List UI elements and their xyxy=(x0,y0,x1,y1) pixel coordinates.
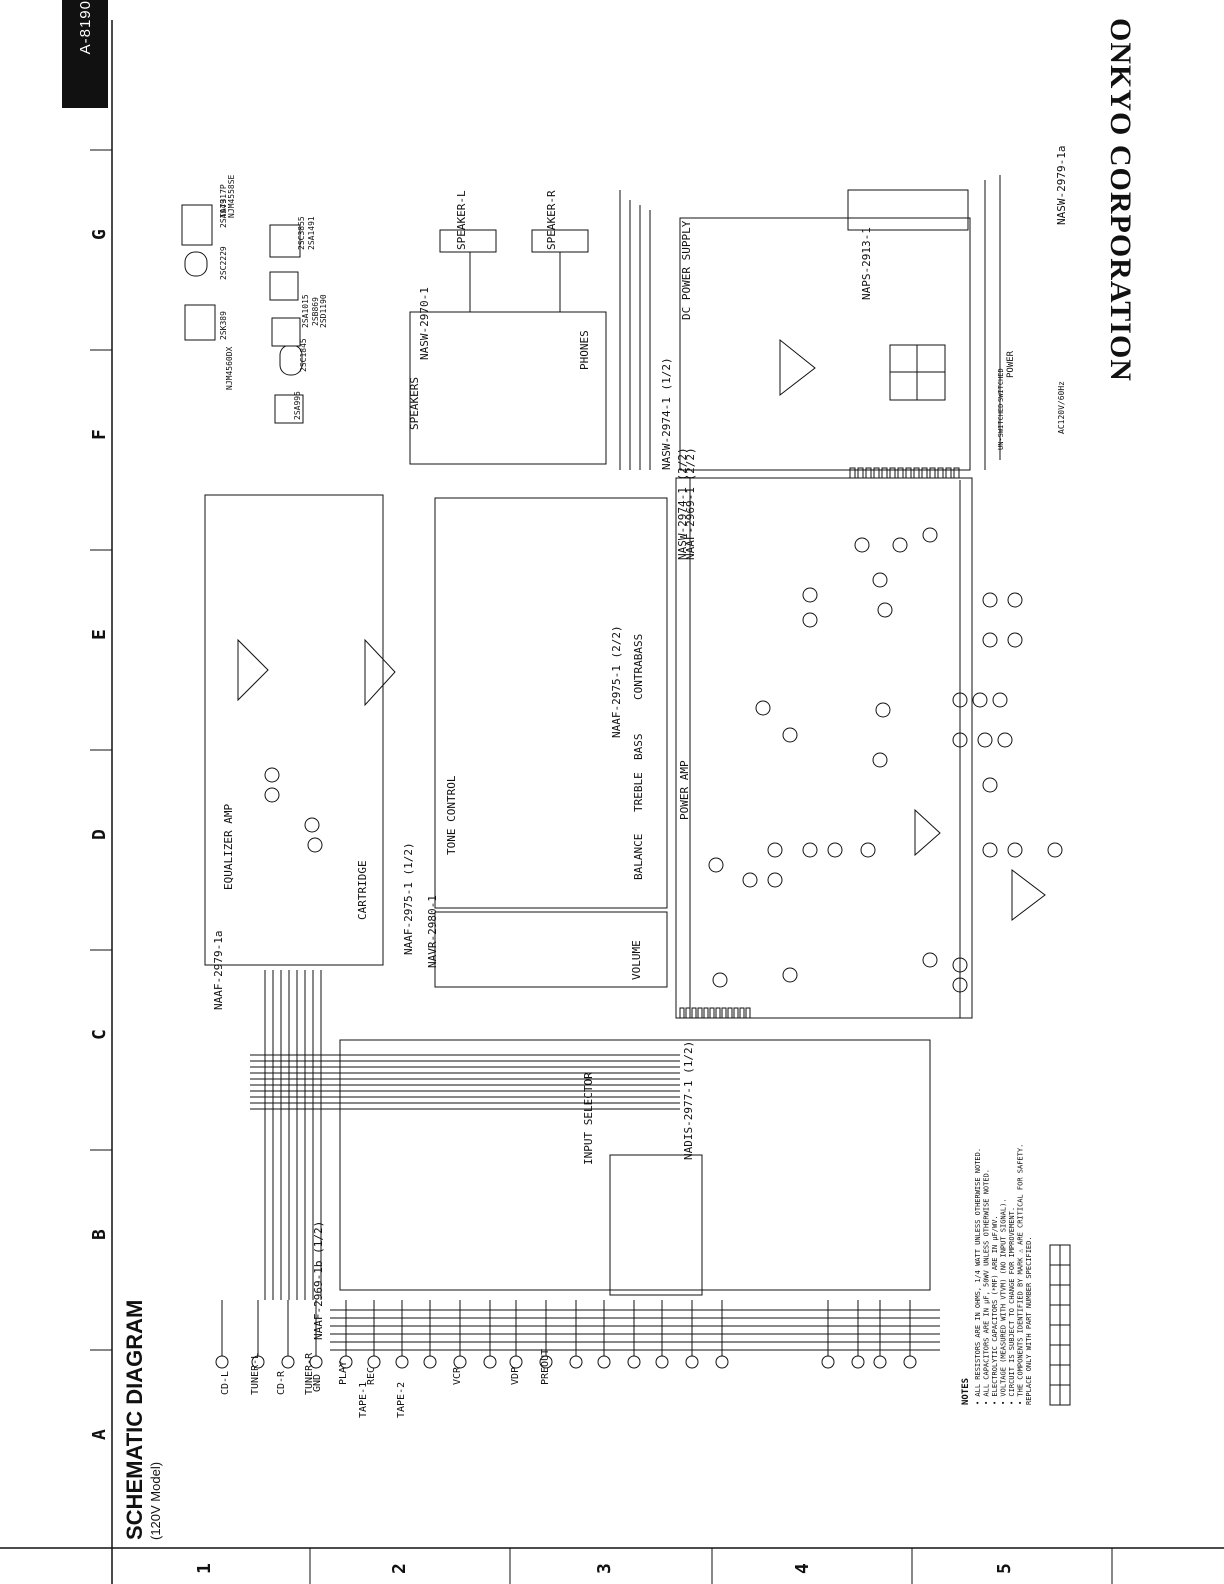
ac-voltage-label: AC120V/60Hz xyxy=(1057,381,1066,434)
section-label-8: PHONES xyxy=(578,330,591,370)
section-label-5: SPEAKERS xyxy=(408,377,421,430)
notes-line-6: REPLACE ONLY WITH PART NUMBER SPECIFIED. xyxy=(1025,1236,1033,1405)
section-label-6: SPEAKER-L xyxy=(455,190,468,250)
board-label-4: NAAF-2969-1 (2/2) xyxy=(684,447,697,560)
component-label-9: TA7317P xyxy=(219,184,228,218)
section-label-10: BALANCE xyxy=(632,834,645,880)
brand-name: ONKYO CORPORATION xyxy=(1104,18,1137,382)
section-label-4: INPUT SELECTOR xyxy=(582,1072,595,1165)
board-label-9: NADIS-2977-1 (1/2) xyxy=(682,1041,695,1160)
notes-line-2: • ELECTROLYTIC CAPACITORS (*MF) ARE IN µ… xyxy=(991,1215,999,1405)
input-terminal-1: TUNER-L xyxy=(250,1353,261,1395)
grid-column-labels: A B C D E F G xyxy=(89,229,110,1440)
package-drawings xyxy=(181,204,304,424)
grid-column-c: C xyxy=(89,1029,110,1040)
component-label-3: 2SK389 xyxy=(219,311,228,340)
input-terminal-9: VCR xyxy=(452,1366,463,1385)
grid-row-3: 3 xyxy=(594,1563,615,1574)
board-label-10: NAPS-2913-1 xyxy=(860,227,873,300)
notes-block: NOTES• ALL RESISTORS ARE IN OHMS, 1/4 WA… xyxy=(961,1144,1071,1406)
grid-frame xyxy=(0,20,1224,1584)
input-terminal-10: VDP xyxy=(510,1367,521,1385)
notes-line-4: • CIRCUIT IS SUBJECT TO CHANGE FOR IMPRO… xyxy=(1008,1207,1016,1405)
section-label-0: EQUALIZER AMP xyxy=(222,804,235,890)
notes-line-5: • THE COMPONENTS IDENTIFIED BY MARK ⚠ AR… xyxy=(1017,1144,1025,1405)
power-label: POWER xyxy=(1006,350,1016,378)
input-terminal-7: TAPE-1 xyxy=(358,1382,369,1418)
input-terminal-0: CD-L xyxy=(220,1371,231,1395)
component-label-5: 2SA949 xyxy=(219,199,228,228)
component-label-0: NJM4560DX xyxy=(225,346,234,390)
section-label-11: TREBLE xyxy=(632,772,645,812)
board-label-8: NASW-2974-1 (1/2) xyxy=(660,357,673,470)
grid-row-1: 1 xyxy=(194,1563,215,1574)
component-label-8: 2SD1190 xyxy=(319,294,328,328)
section-label-2: POWER AMP xyxy=(678,760,691,820)
component-label-6: 2SA1015 xyxy=(301,294,310,328)
board-label-1: NAAF-2969-1b (1/2) xyxy=(312,1221,325,1340)
schematic-labels: EQUALIZER AMP TONE CONTROL POWER AMP DC POW… xyxy=(212,146,1068,1418)
component-label-7: 2SB869 xyxy=(311,297,320,326)
grid-row-2: 2 xyxy=(389,1563,410,1574)
board-label-6: NASW-2970-1 xyxy=(418,287,431,360)
input-terminal-6: REC xyxy=(366,1367,377,1385)
notes-heading: NOTES xyxy=(961,1378,971,1405)
wiring xyxy=(204,175,1063,1369)
notes-line-0: • ALL RESISTORS ARE IN OHMS, 1/4 WATT UN… xyxy=(974,1148,982,1405)
grid-column-f: F xyxy=(89,429,110,440)
board-label-3: NAAF-2975-1 (2/2) xyxy=(610,625,623,738)
section-label-12: BASS xyxy=(632,734,645,761)
component-label-4: 2SC2229 xyxy=(219,246,228,280)
input-terminal-8: TAPE-2 xyxy=(396,1382,407,1418)
brand-logo: ONKYO CORPORATION xyxy=(1100,18,1140,382)
board-label-0: NAAF-2979-1a xyxy=(212,931,225,1010)
component-label-12: 2SA1491 xyxy=(307,216,316,250)
board-label-11: NASW-2979-1a xyxy=(1055,146,1068,225)
section-label-1: TONE CONTROL xyxy=(445,775,458,855)
component-label-10: NJM4558SE xyxy=(227,174,236,218)
outlet-unswitched-label: UN-SWITCHED xyxy=(997,404,1005,450)
board-label-5: NAVR-2980-1 xyxy=(426,895,439,968)
component-label-11: 2SC3855 xyxy=(297,216,306,250)
outlet-switched-label: SWITCHED xyxy=(997,368,1005,402)
section-label-9: VOLUME xyxy=(630,940,643,980)
component-label-1: 2SA995 xyxy=(293,391,302,420)
input-terminal-3: TUNER-R xyxy=(304,1352,315,1395)
grid-row-5: 5 xyxy=(994,1563,1015,1574)
grid-column-d: D xyxy=(89,829,110,840)
board-label-7: NASW-2974-1 (2/2) xyxy=(676,447,689,560)
board-label-2: NAAF-2975-1 (1/2) xyxy=(402,842,415,955)
component-label-2: 2SC1845 xyxy=(299,338,308,372)
model-tab: A-8190 xyxy=(62,0,108,108)
input-terminal-4: GND xyxy=(312,1374,323,1392)
input-terminal-5: PLAY xyxy=(338,1361,349,1385)
section-label-3: DC POWER SUPPLY xyxy=(680,220,693,320)
section-label-14: CARTRIDGE xyxy=(356,860,369,920)
grid-row-4: 4 xyxy=(792,1563,813,1574)
tolerance-table xyxy=(1049,1244,1071,1406)
grid-row-labels: 1 2 3 4 5 xyxy=(194,1563,1015,1574)
input-terminal-2: CD-R xyxy=(276,1370,287,1395)
section-label-13: CONTRABASS xyxy=(632,634,645,700)
grid-column-e: E xyxy=(89,629,110,640)
section-label-7: SPEAKER-R xyxy=(545,190,558,250)
notes-line-3: • VOLTAGE (MEASURED WITH VTVM) (NO INPUT… xyxy=(1000,1198,1008,1405)
grid-column-a: A xyxy=(89,1429,110,1440)
grid-column-g: G xyxy=(89,229,110,240)
input-terminal-11: PREOUT xyxy=(540,1349,551,1385)
grid-column-b: B xyxy=(89,1229,110,1240)
notes-line-1: • ALL CAPACITORS ARE IN µF, 50WV UNLESS … xyxy=(983,1169,991,1405)
